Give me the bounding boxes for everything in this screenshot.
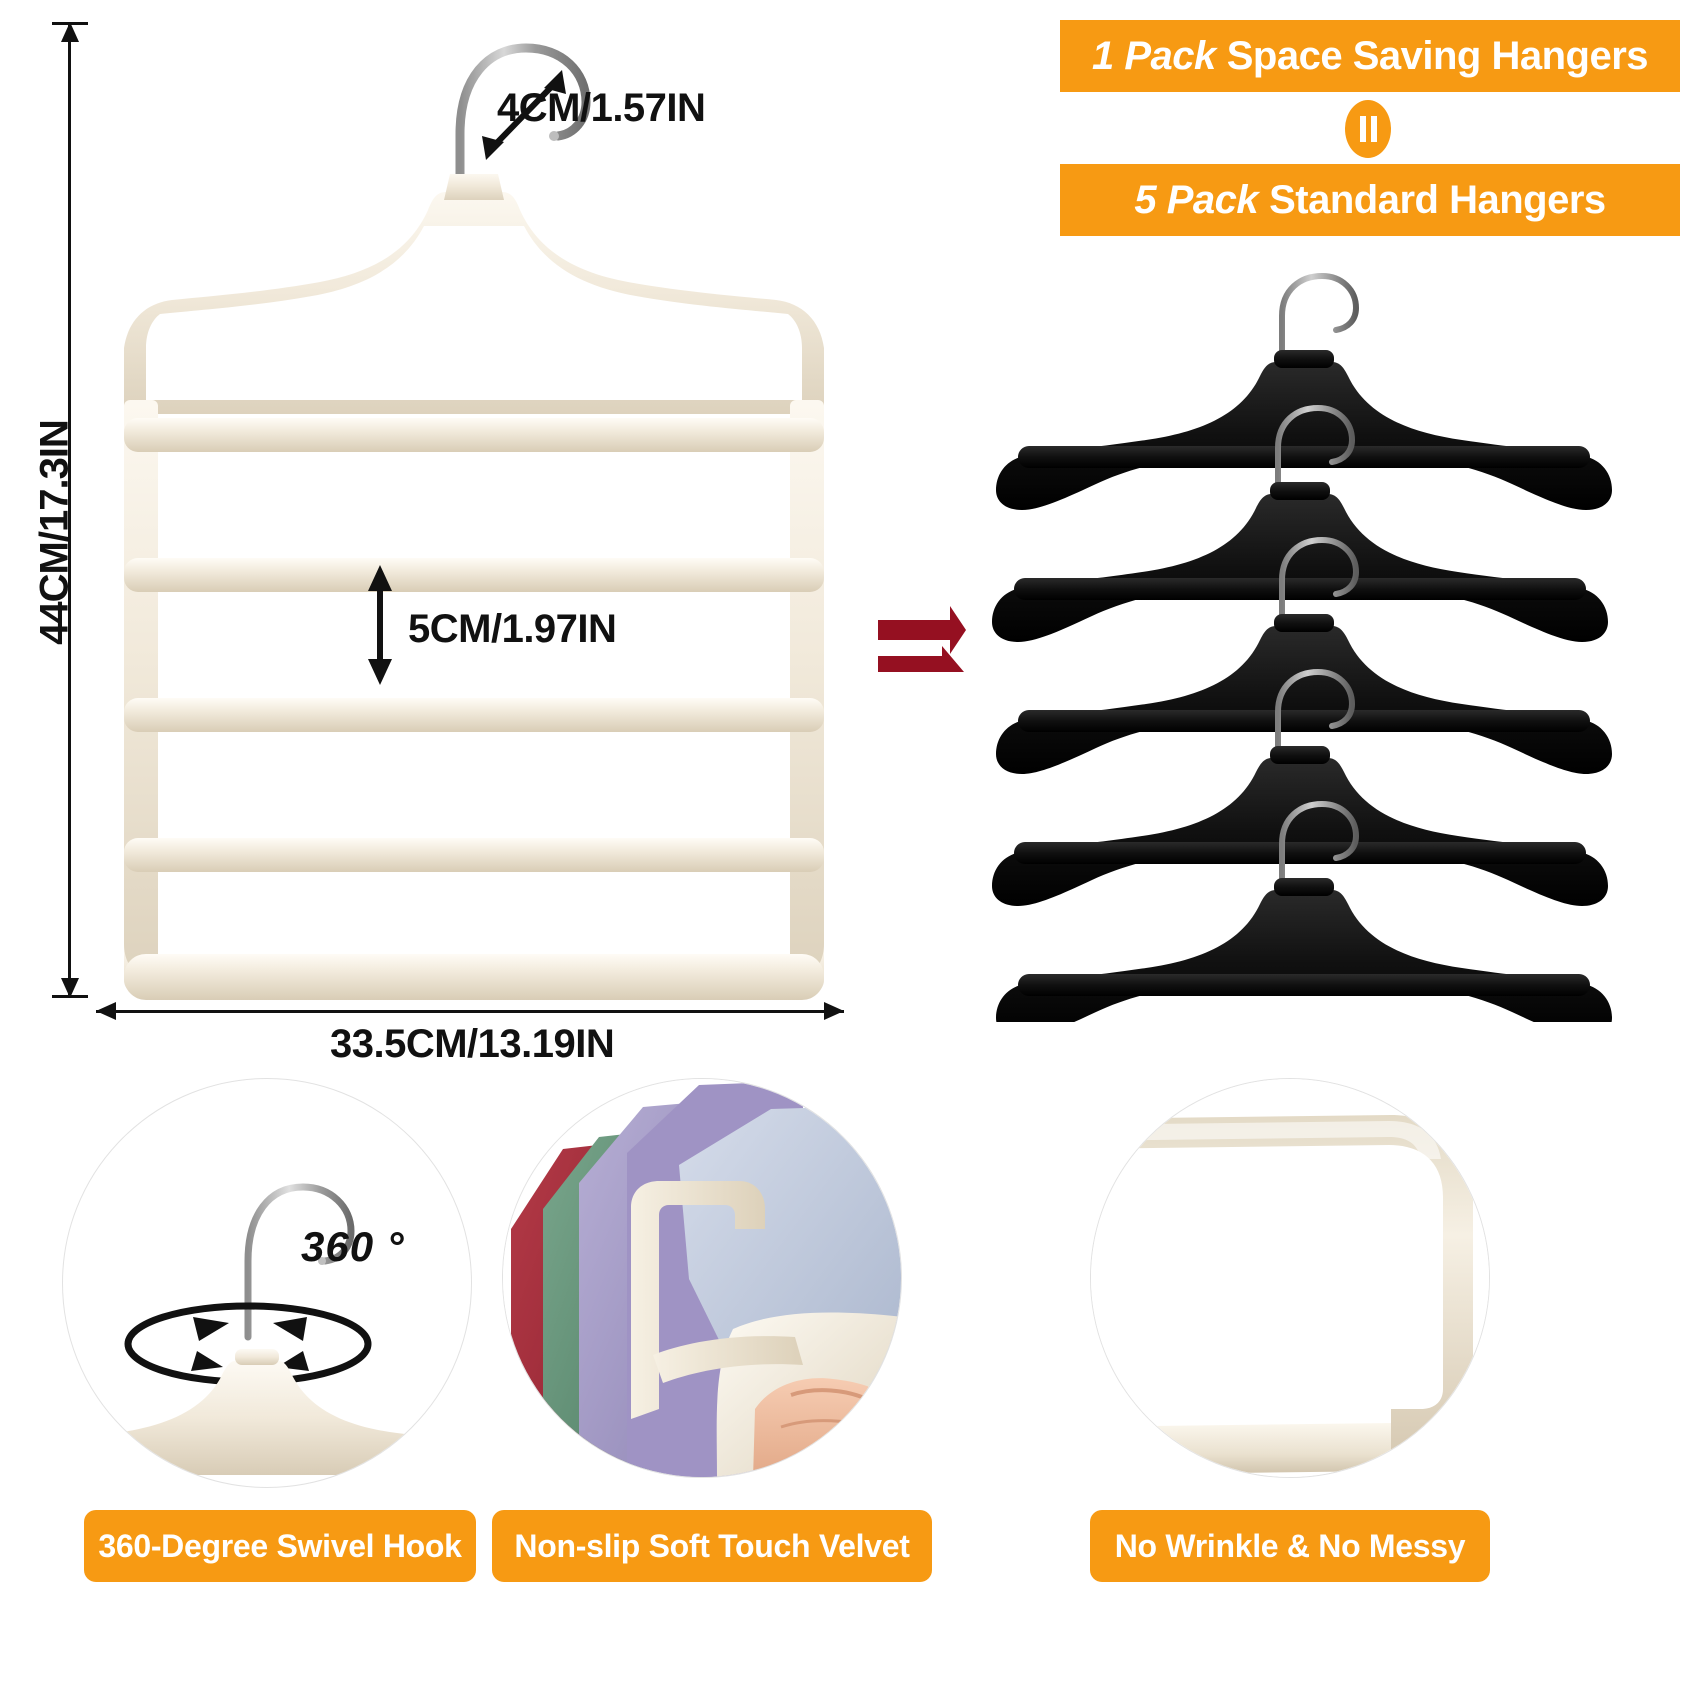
width-arrow-left [96, 1002, 116, 1020]
hook-dimension-label: 4CM/1.57IN [497, 86, 706, 130]
height-dimension-label: 44CM/17.3IN [32, 420, 77, 645]
width-dimension-line [96, 1010, 844, 1013]
equals-bar-right [1370, 116, 1377, 142]
banner-bottom-text: Standard Hangers [1269, 177, 1606, 222]
feature-3-image [1090, 1078, 1490, 1478]
feature-swivel-hook: 360 ° 360-Degree Swivel Hook [62, 1078, 502, 1582]
feature-no-wrinkle: No Wrinkle & No Messy [1062, 1078, 1502, 1582]
width-dimension-label: 33.5CM/13.19IN [330, 1022, 615, 1066]
banner-top-emphasis: 1 Pack [1091, 33, 1216, 78]
velvet-bar-closeup [1091, 1079, 1489, 1477]
feature-nonslip-velvet: Non-slip Soft Touch Velvet [492, 1078, 932, 1582]
banner-standard-hangers: 5 Pack Standard Hangers [1060, 164, 1680, 236]
feature-1-caption: 360-Degree Swivel Hook [84, 1510, 476, 1582]
height-dimension-line [68, 22, 71, 998]
equals-badge [1345, 100, 1391, 158]
height-arrow-down [61, 978, 79, 998]
width-arrow-right [824, 1002, 844, 1020]
equivalence-arrow-icon [878, 606, 966, 672]
main-hanger-illustration [124, 43, 824, 1000]
standard-hanger-1 [996, 276, 1612, 510]
swivel-hook-diagram [63, 1183, 463, 1475]
height-arrow-up [61, 22, 79, 42]
velvet-grip-photo [503, 1079, 901, 1477]
equals-bar-left [1359, 116, 1366, 142]
standard-hanger-stack [980, 262, 1620, 1022]
feature-1-image: 360 ° [62, 1078, 472, 1488]
swivel-hook [455, 43, 591, 204]
feature-3-caption: No Wrinkle & No Messy [1090, 1510, 1490, 1582]
feature-2-caption: Non-slip Soft Touch Velvet [492, 1510, 932, 1582]
hand [753, 1378, 901, 1477]
banner-space-saving: 1 Pack Space Saving Hangers [1060, 20, 1680, 92]
banner-bottom-emphasis: 5 Pack [1134, 177, 1259, 222]
rotation-degree-label: 360 ° [301, 1223, 405, 1270]
feature-2-image [502, 1078, 902, 1478]
hanger-body [124, 174, 824, 1000]
tier-gap-dimension-label: 5CM/1.97IN [408, 607, 617, 651]
banner-top-text: Space Saving Hangers [1226, 33, 1649, 78]
hook-dimension-arrow [482, 70, 566, 160]
tier-gap-dimension-arrow [368, 565, 392, 685]
